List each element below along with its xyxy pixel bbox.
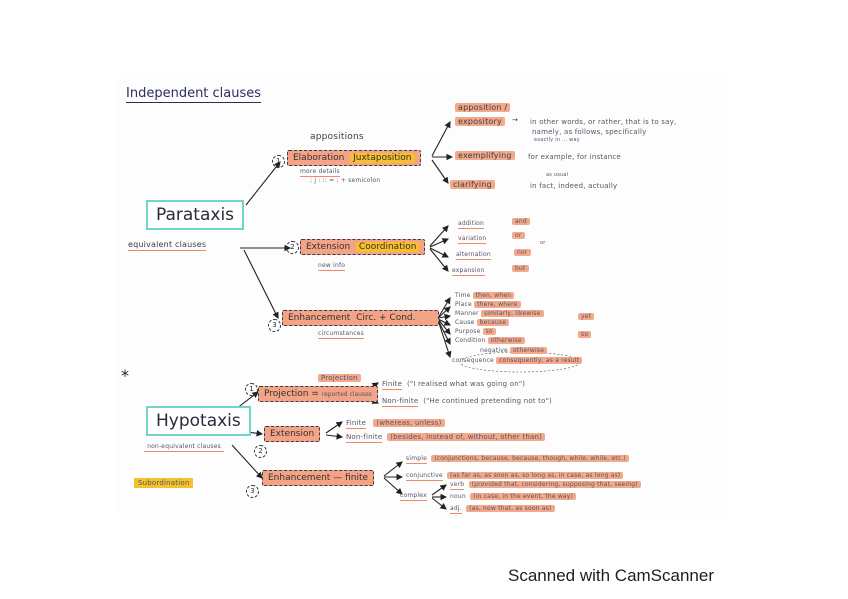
ext-tag-and: and — [512, 218, 530, 225]
elab-branch-clarifying: clarifying — [450, 180, 495, 189]
enh-branch-purpose: Purpose so — [455, 328, 496, 335]
hyp-enh-branch-simple: simple (conjunctions, because, because, … — [406, 455, 629, 464]
elab-clarifying-above: as usual — [546, 172, 569, 178]
enh-branch-negative: negative otherwise — [480, 347, 548, 354]
ext-branch-variation: variation — [458, 235, 487, 244]
hyp-enh-complex-noun: noun (in case, in the event, the way) — [450, 493, 577, 500]
asterisk-marker: * — [121, 366, 129, 385]
hyp-enhancement-box: Enhancement — finite — [262, 470, 375, 486]
enh-branch-place: Place there, where — [455, 301, 521, 308]
elaboration-label: Elaboration — [293, 153, 345, 163]
page-title: Independent clauses — [126, 86, 262, 103]
hypotaxis-subtitle: non-equivalent clauses — [144, 443, 224, 452]
ext-tag-but: but — [512, 265, 529, 272]
hyp-extension-number: 2 — [254, 445, 267, 458]
scanned-page — [118, 78, 728, 518]
hyp-enh-complex-adj: adj. (as, now that, as soon as) — [450, 505, 555, 514]
projection-box: Projection = reported clauses — [258, 386, 378, 402]
ext-branch-alternation: alternation — [456, 251, 491, 260]
enh-branch-time: Time then, when — [455, 292, 515, 299]
enhancement-number: 3 — [268, 319, 281, 332]
extension-tag: Coordination — [355, 242, 420, 252]
elaboration-above: appositions — [310, 132, 364, 142]
enh-branch-consequence: consequence consequently, as a result — [452, 357, 583, 364]
elab-clarifying-text: in fact, indeed, actually — [530, 182, 618, 190]
ext-tag-nor: nor — [514, 249, 531, 256]
elab-expository-text3: exactly in ... way — [534, 137, 580, 143]
enh-side-so: so — [578, 331, 592, 338]
enhancement-note: circumstances — [318, 330, 364, 339]
hyp-ext-branch-finite: Finite (whereas, unless) — [346, 419, 445, 429]
elaboration-note-2: ; j : :: = ; + semicolon — [310, 177, 381, 184]
hypotaxis-box: Hypotaxis — [146, 406, 251, 436]
ext-branch-expansion: expansion — [452, 267, 485, 276]
elab-branch-exemplifying: exemplifying — [455, 151, 515, 160]
enh-branch-manner: Manner similarly, likewise — [455, 310, 544, 317]
elaboration-note-1: more details — [300, 168, 340, 177]
enh-side-yet: yet — [578, 313, 595, 320]
hyp-enh-branch-conjunctive: conjunctive (as far as, as soon as, so l… — [406, 472, 624, 481]
parataxis-box: Parataxis — [146, 200, 245, 230]
elab-branch-expository: expository — [455, 117, 505, 126]
elaboration-box: Elaboration Juxtaposition — [287, 150, 421, 166]
hyp-enh-branch-complex: complex — [400, 492, 427, 501]
extension-note: new info — [318, 262, 346, 271]
hyp-extension-box: Extension — [264, 426, 321, 442]
extension-number: 2 — [286, 241, 299, 254]
enh-branch-cause: Cause because — [455, 319, 510, 326]
projection-tag-mid: reported clauses — [321, 391, 372, 398]
camscanner-watermark: Scanned with CamScanner — [508, 566, 715, 585]
extension-label: Extension — [306, 242, 351, 252]
projection-label: Projection — [264, 389, 309, 399]
hyp-enhancement-number: 3 — [246, 485, 259, 498]
ext-tag-or: or — [512, 232, 525, 239]
proj-branch-nonfinite: Non-finite ("He continued pretending not… — [382, 397, 552, 407]
elab-exemplifying-text: for example, for instance — [528, 153, 621, 161]
enh-branch-condition: Condition otherwise — [455, 337, 525, 344]
elaboration-number: 1 — [272, 148, 285, 168]
enhancement-tag: Circ. + Cond. — [356, 313, 416, 323]
projection-tag-top: Projection — [318, 374, 361, 382]
extension-box: Extension Coordination — [300, 239, 426, 255]
hyp-ext-branch-nonfinite: Non-finite (besides, instead of, without… — [346, 433, 546, 443]
enhancement-box: Enhancement Circ. + Cond. — [282, 310, 439, 326]
ext-side-mark: or — [540, 240, 546, 246]
hyp-enhancement-label: Enhancement — [268, 473, 331, 483]
proj-branch-finite: Finite ("I realised what was going on") — [382, 380, 526, 390]
projection-number: 1 — [245, 383, 258, 396]
parataxis-subtitle: equivalent clauses — [128, 240, 207, 251]
hyp-enh-complex-verb: verb (provided that, considering, suppos… — [450, 481, 641, 490]
enhancement-label: Enhancement — [288, 313, 351, 323]
elab-expository-text: in other words, or rather, that is to sa… — [530, 118, 677, 126]
elab-expository-text2: namely, as follows, specifically — [532, 128, 647, 136]
hypotaxis-tag: Subordination — [134, 478, 194, 488]
hyp-enhancement-tag: finite — [345, 473, 369, 483]
elaboration-tag: Juxtaposition — [350, 153, 415, 163]
elab-branch-apposition: apposition / — [455, 103, 511, 112]
ext-branch-addition: addition — [458, 220, 485, 229]
